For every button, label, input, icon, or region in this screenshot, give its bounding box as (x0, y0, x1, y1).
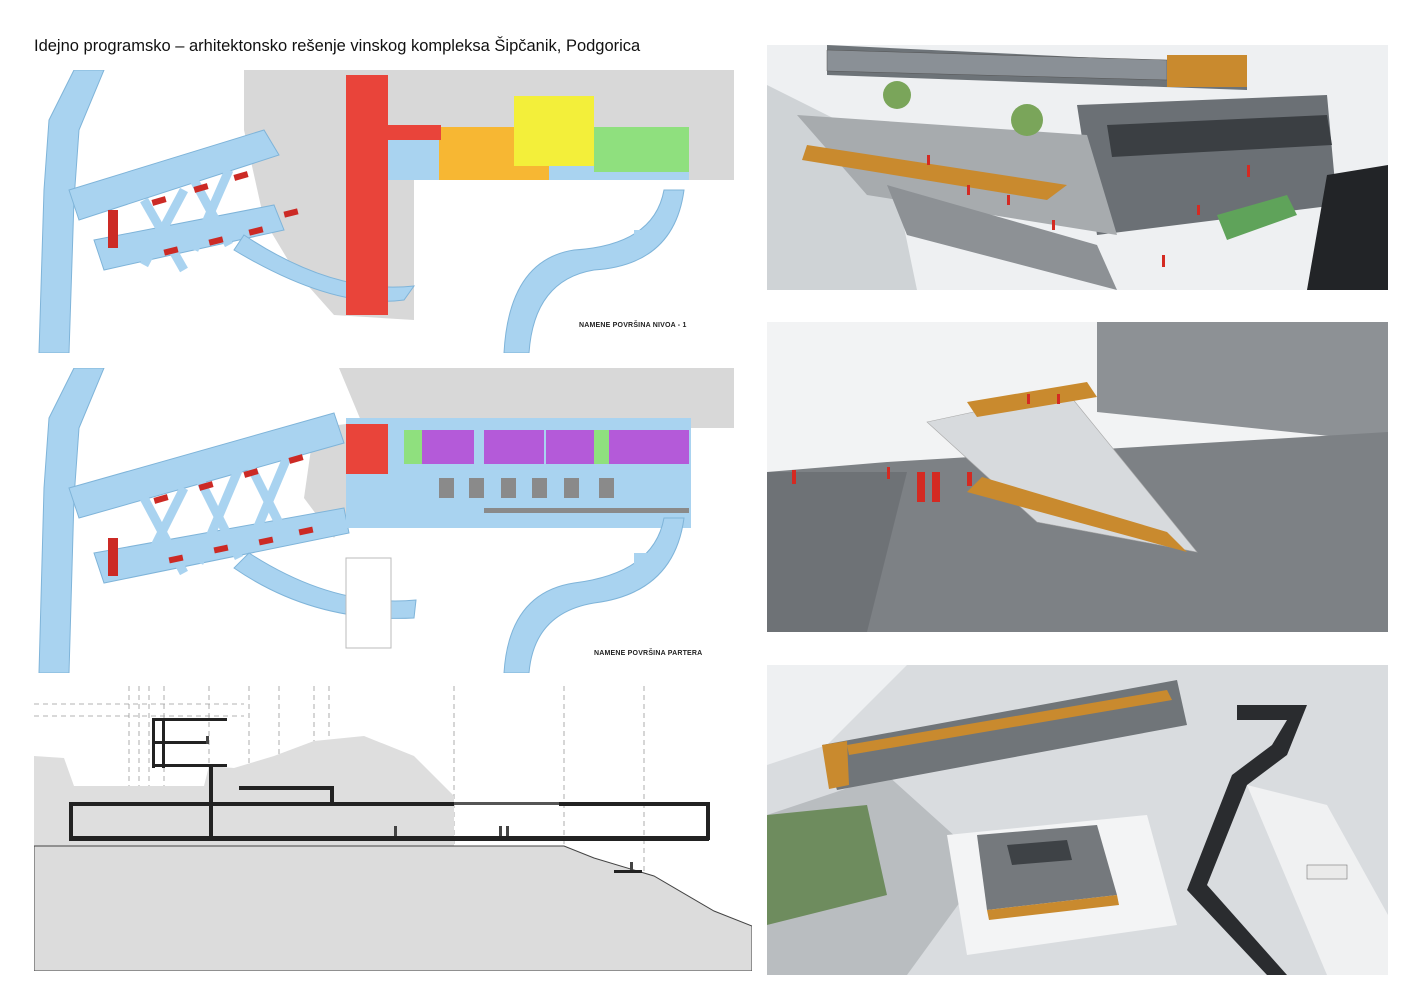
sheet-title: Idejno programsko – arhitektonsko rešenj… (34, 37, 641, 55)
plan-label-ground: NAMENE POVRŠINA PARTERA (594, 650, 703, 657)
access-road (1187, 705, 1307, 975)
render-site-overview (767, 665, 1388, 975)
plan-level-minus-1: NAMENE POVRŠINA NIVOA - 1 (34, 70, 734, 353)
parking-block (108, 210, 118, 248)
render-entrance-ramp (767, 322, 1388, 632)
plan-label-level-1: NAMENE POVRŠINA NIVOA - 1 (579, 322, 687, 329)
yellow-zone (514, 96, 594, 166)
plan-ground-level: NAMENE POVRŠINA PARTERA (34, 368, 734, 673)
section-drawing (34, 686, 752, 971)
render-aerial-facade (767, 45, 1388, 290)
wood-cladding (1167, 55, 1247, 87)
vertical-core (346, 75, 388, 315)
green-zone (594, 127, 689, 172)
